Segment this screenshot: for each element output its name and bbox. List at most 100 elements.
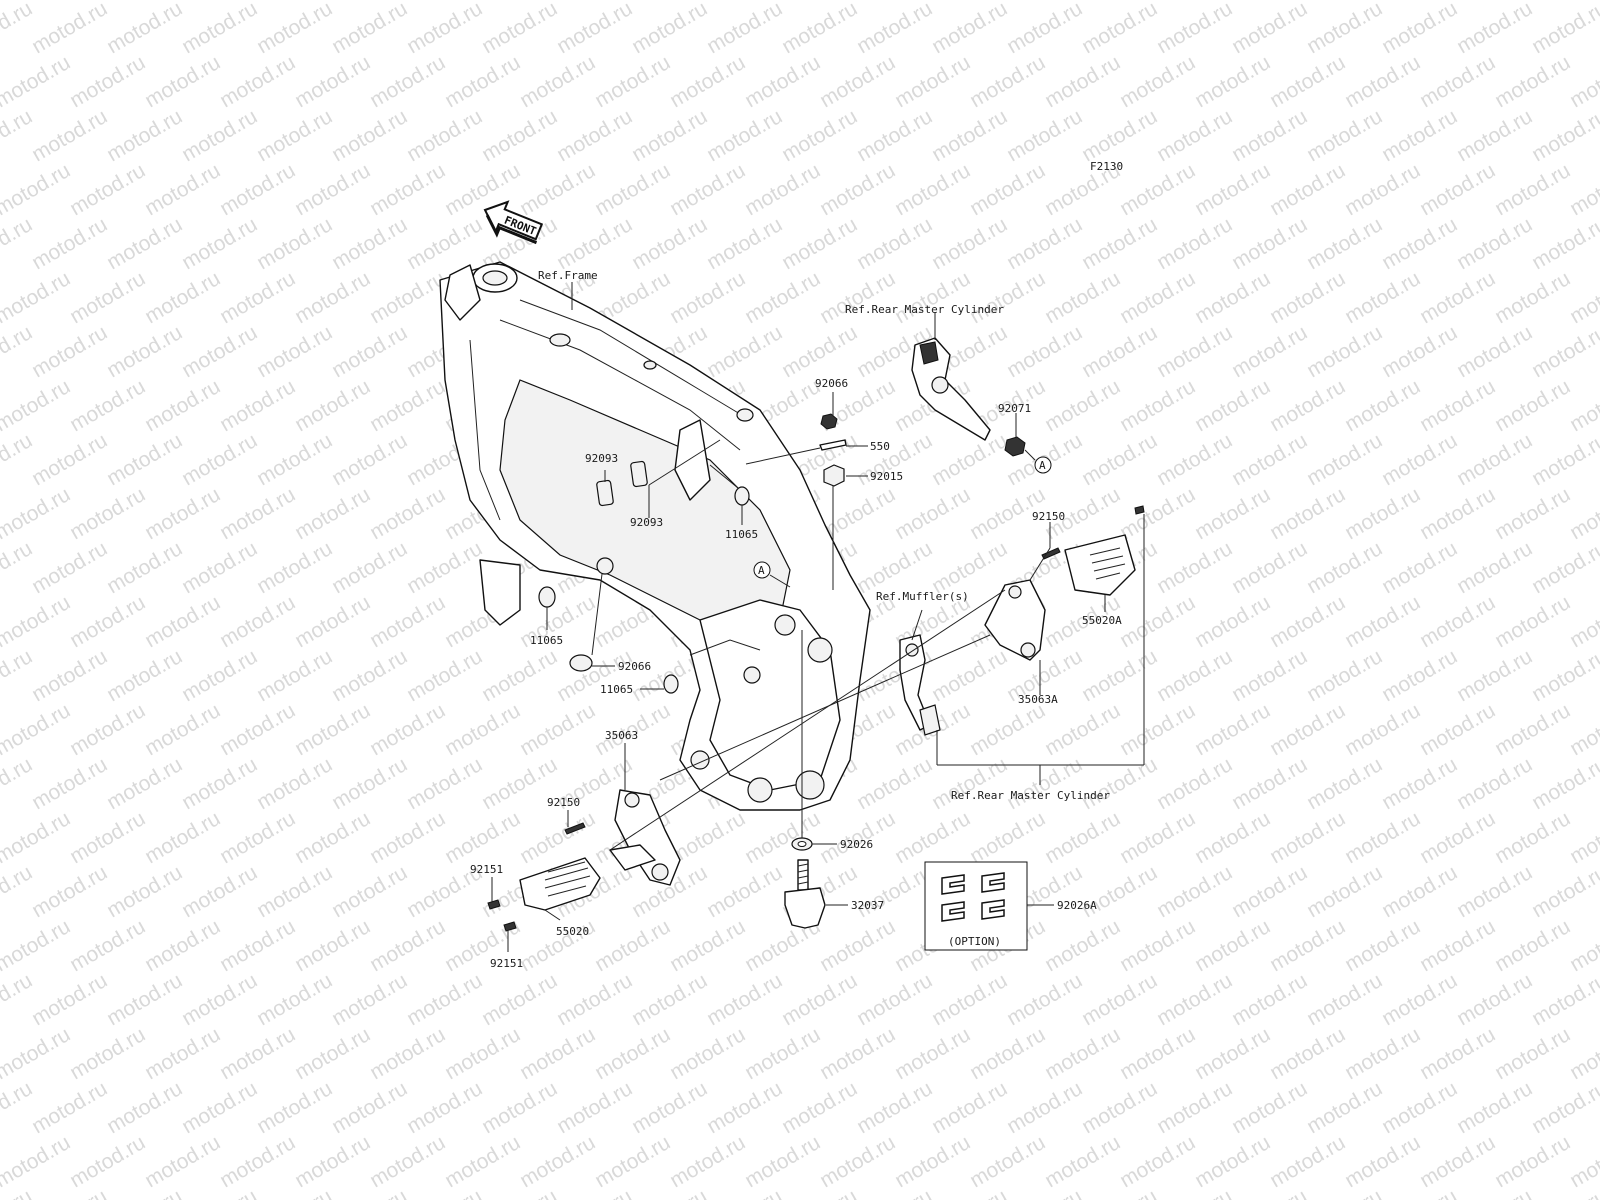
watermark-text: motod.ru [891,51,974,112]
watermark-text: motod.ru [1041,267,1124,328]
watermark-text: motod.ru [0,861,36,922]
watermark-text: motod.ru [441,0,524,4]
watermark-text: motod.ru [1153,753,1236,814]
watermark-text: motod.ru [1116,915,1199,976]
label-92015: 92015 [870,470,903,483]
watermark-text: motod.ru [1116,267,1199,328]
watermark-text: motod.ru [1078,645,1161,706]
watermark-text: motod.ru [1228,753,1311,814]
watermark-text: motod.ru [0,267,74,328]
watermark-text: motod.ru [141,807,224,868]
watermark-text: motod.ru [291,1131,374,1192]
watermark-text: motod.ru [366,375,449,436]
watermark-text: motod.ru [1528,321,1600,382]
watermark-text: motod.ru [1228,969,1311,1030]
diagram-code: F2130 [1090,160,1123,173]
watermark-text: motod.ru [366,159,449,220]
watermark-text: motod.ru [1303,753,1386,814]
watermark-text: motod.ru [1378,753,1461,814]
watermark-text: motod.ru [178,0,261,58]
watermark-text: motod.ru [1416,1023,1499,1084]
watermark-text: motod.ru [141,699,224,760]
watermark-text: motod.ru [366,591,449,652]
watermark-text: motod.ru [1303,105,1386,166]
watermark-text: motod.ru [1341,591,1424,652]
watermark-text: motod.ru [966,1023,1049,1084]
watermark-text: motod.ru [778,105,861,166]
watermark-text: motod.ru [66,915,149,976]
watermark-text: motod.ru [141,1131,224,1192]
watermark-text: motod.ru [441,1023,524,1084]
watermark-text: motod.ru [1528,537,1600,598]
watermark-text: motod.ru [178,105,261,166]
watermark-text: motod.ru [1041,51,1124,112]
watermark-text: motod.ru [628,1185,711,1200]
watermark-text: motod.ru [1191,915,1274,976]
part-92066-low-shape [569,654,593,672]
bolt-top-right-shape [1134,505,1145,515]
watermark-text: motod.ru [1453,969,1536,1030]
watermark-text: motod.ru [1491,591,1574,652]
watermark-text: motod.ru [1191,267,1274,328]
watermark-text: motod.ru [66,807,149,868]
watermark-text: motod.ru [666,1131,749,1192]
watermark-text: motod.ru [1228,1185,1311,1200]
watermark-text: motod.ru [1528,105,1600,166]
watermark-text: motod.ru [1416,807,1499,868]
watermark-text: motod.ru [0,213,36,274]
watermark-text: motod.ru [1153,537,1236,598]
watermark-text: motod.ru [1228,645,1311,706]
ref-frame-label: Ref.Frame [538,269,598,282]
watermark-text: motod.ru [1228,861,1311,922]
watermark-text: motod.ru [0,699,74,760]
watermark-text: motod.ru [0,537,36,598]
watermark-text: motod.ru [1453,645,1536,706]
watermark-text: motod.ru [1566,375,1600,436]
watermark-text: motod.ru [891,807,974,868]
part-32037-shape [784,859,826,929]
watermark-text: motod.ru [141,915,224,976]
watermark-text: motod.ru [1528,645,1600,706]
watermark-text: motod.ru [0,51,74,112]
watermark-text: motod.ru [1453,105,1536,166]
watermark-text: motod.ru [66,267,149,328]
watermark-text: motod.ru [1341,159,1424,220]
watermark-text: motod.ru [1341,1131,1424,1192]
watermark-text: motod.ru [1228,1077,1311,1138]
watermark-text: motod.ru [1153,429,1236,490]
watermark-text: motod.ru [1416,51,1499,112]
watermark-text: motod.ru [516,159,599,220]
watermark-text: motod.ru [291,699,374,760]
watermark-text: motod.ru [1116,159,1199,220]
watermark-text: motod.ru [1228,429,1311,490]
label-92093-b: 92093 [630,516,663,529]
watermark-text: motod.ru [1078,1077,1161,1138]
watermark-text: motod.ru [1041,1131,1124,1192]
watermark-text: motod.ru [928,969,1011,1030]
watermark-text: motod.ru [1491,51,1574,112]
part-92093-a-shape [596,479,614,507]
watermark-text: motod.ru [1191,51,1274,112]
watermark-text: motod.ru [1228,213,1311,274]
watermark-text: motod.ru [1116,0,1199,4]
watermark-text: motod.ru [216,807,299,868]
part-92066-plug-shape [596,557,614,575]
watermark-text: motod.ru [141,1023,224,1084]
watermark-text: motod.ru [103,0,186,58]
label-92071: 92071 [998,402,1031,415]
watermark-text: motod.ru [1341,1023,1424,1084]
watermark-text: motod.ru [216,591,299,652]
part-550-shape [819,439,847,451]
part-11065-c-shape [663,674,679,694]
watermark-text: motod.ru [741,51,824,112]
watermark-text: motod.ru [591,915,674,976]
watermark-text: motod.ru [1266,915,1349,976]
watermark-text: motod.ru [103,105,186,166]
watermark-text: motod.ru [1378,969,1461,1030]
watermark-text: motod.ru [1566,51,1600,112]
watermark-text: motod.ru [103,537,186,598]
watermark-text: motod.ru [328,753,411,814]
watermark-text: motod.ru [1341,699,1424,760]
watermark-text: motod.ru [891,483,974,544]
